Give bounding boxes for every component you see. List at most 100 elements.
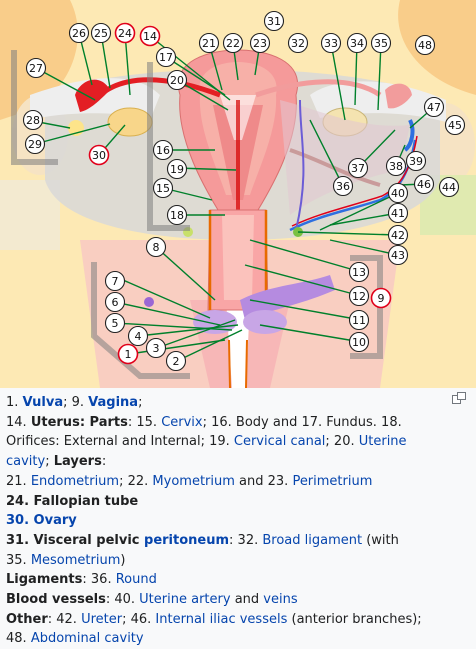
caption-text: ; (45, 454, 54, 470)
marker-label: 41 (391, 207, 405, 220)
clitoral-body (240, 275, 335, 320)
marker-circle (152, 177, 174, 199)
marker-41: 41 (387, 202, 409, 224)
label-other: Other (6, 611, 48, 627)
link-internal-iliac-vessels[interactable]: Internal iliac vessels (155, 611, 288, 627)
link-broad-ligament[interactable]: Broad ligament (262, 532, 363, 548)
link-vulva[interactable]: Vulva (22, 395, 64, 410)
link-fallopian-tube[interactable]: 24. Fallopian tube (6, 493, 139, 509)
marker-11: 11 (348, 309, 370, 331)
link-round[interactable]: Round (115, 572, 157, 588)
marker-label: 1 (125, 348, 132, 361)
link-cervix[interactable]: Cervix (161, 414, 203, 430)
link-peritoneum[interactable]: peritoneum (144, 532, 230, 548)
link-endometrium[interactable]: Endometrium (30, 473, 120, 489)
marker-label: 47 (427, 101, 441, 114)
marker-label: 18 (170, 209, 184, 222)
marker-circle (104, 270, 126, 292)
marker-circle (152, 139, 174, 161)
link-cervical-canal[interactable]: Cervical canal (233, 434, 326, 450)
caption-line-3: 21. Endometrium; 22. Myometrium and 23. … (6, 472, 446, 492)
marker-circle (166, 158, 188, 180)
vestibule-outline (228, 339, 248, 388)
marker-25: 25 (90, 22, 112, 44)
marker-5: 5 (104, 312, 126, 334)
caption-text: : 40. (105, 592, 140, 608)
link-uterine-artery[interactable]: Uterine artery (139, 592, 231, 608)
marker-23: 23 (249, 32, 271, 54)
link-uterine-cavity[interactable]: Uterine cavity (6, 434, 407, 470)
marker-3: 3 (145, 337, 167, 359)
marker-14: 14 (139, 25, 161, 47)
marker-circle (423, 96, 445, 118)
link-veins[interactable]: veins (263, 592, 298, 608)
marker-13: 13 (348, 261, 370, 283)
caption-line-11: 48. Abdominal cavity (6, 629, 446, 649)
marker-label: 46 (417, 178, 431, 191)
marker-40: 40 (387, 182, 409, 204)
marker-label: 31 (267, 15, 281, 28)
marker-label: 20 (170, 74, 184, 87)
anatomy-diagram[interactable]: 1234567891011121314151617181920212223242… (0, 0, 476, 388)
marker-label: 35 (374, 37, 388, 50)
marker-label: 37 (351, 162, 365, 175)
marker-circle (166, 204, 188, 226)
link-ovary[interactable]: 30. Ovary (6, 513, 77, 529)
link-abdominal-cavity[interactable]: Abdominal cavity (30, 631, 144, 647)
caption-line-8: Ligaments: 36. Round (6, 570, 446, 590)
marker-12: 12 (348, 285, 370, 307)
marker-circle (348, 261, 370, 283)
caption-text: ; 22. (119, 473, 153, 489)
marker-32: 32 (287, 32, 309, 54)
marker-label: 39 (409, 155, 423, 168)
marker-label: 28 (26, 114, 40, 127)
caption-text: ; 9. (63, 395, 89, 410)
caption-line-1: 1. Vulva; 9. Vagina; (6, 393, 446, 413)
caption-text: : 36. (82, 572, 116, 588)
label-uterus: Uterus (30, 414, 80, 430)
link-ureter[interactable]: Ureter (81, 611, 123, 627)
ovary-left (107, 107, 153, 137)
caption-line-9: Blood vessels: 40. Uterine artery and ve… (6, 590, 446, 610)
marker-circle (385, 155, 407, 177)
marker-circle (104, 312, 126, 334)
marker-label: 44 (442, 181, 456, 194)
caption-text: : 15. (127, 414, 162, 430)
marker-circle (332, 175, 354, 197)
label-ligaments: Ligaments (6, 572, 83, 588)
marker-circle (165, 350, 187, 372)
link-mesometrium[interactable]: Mesometrium (30, 552, 121, 568)
caption-text: 1. (6, 395, 23, 410)
caption-line-5: 30. Ovary (6, 511, 446, 531)
marker-circle (222, 32, 244, 54)
marker-circle (90, 22, 112, 44)
left-muscle (0, 180, 60, 250)
caption-line-6: 31. Visceral pelvic peritoneum: 32. Broa… (6, 531, 446, 551)
caption-text: and 23. (234, 473, 293, 489)
marker-circle (117, 343, 139, 365)
marker-circle (24, 133, 46, 155)
caption-text: ; 20. (325, 434, 359, 450)
link-vagina[interactable]: Vagina (88, 395, 139, 410)
marker-circle (370, 32, 392, 54)
marker-circle (438, 176, 460, 198)
broad-ligament (280, 100, 410, 215)
marker-label: 6 (112, 296, 119, 309)
marker-label: 27 (29, 62, 43, 75)
link-perimetrium[interactable]: Perimetrium (292, 473, 373, 489)
right-upper-tissue (398, 0, 476, 95)
marker-42: 42 (387, 224, 409, 246)
marker-circle (387, 224, 409, 246)
marker-31: 31 (263, 10, 285, 32)
marker-21: 21 (198, 32, 220, 54)
marker-circle (348, 309, 370, 331)
marker-label: 11 (352, 314, 366, 327)
iliac-vessel (403, 119, 415, 152)
caption-text: : 42. (47, 611, 82, 627)
link-myometrium[interactable]: Myometrium (152, 473, 235, 489)
marker-16: 16 (152, 139, 174, 161)
marker-circle (25, 57, 47, 79)
marker-circle (155, 46, 177, 68)
enlarge-icon[interactable] (452, 392, 466, 404)
